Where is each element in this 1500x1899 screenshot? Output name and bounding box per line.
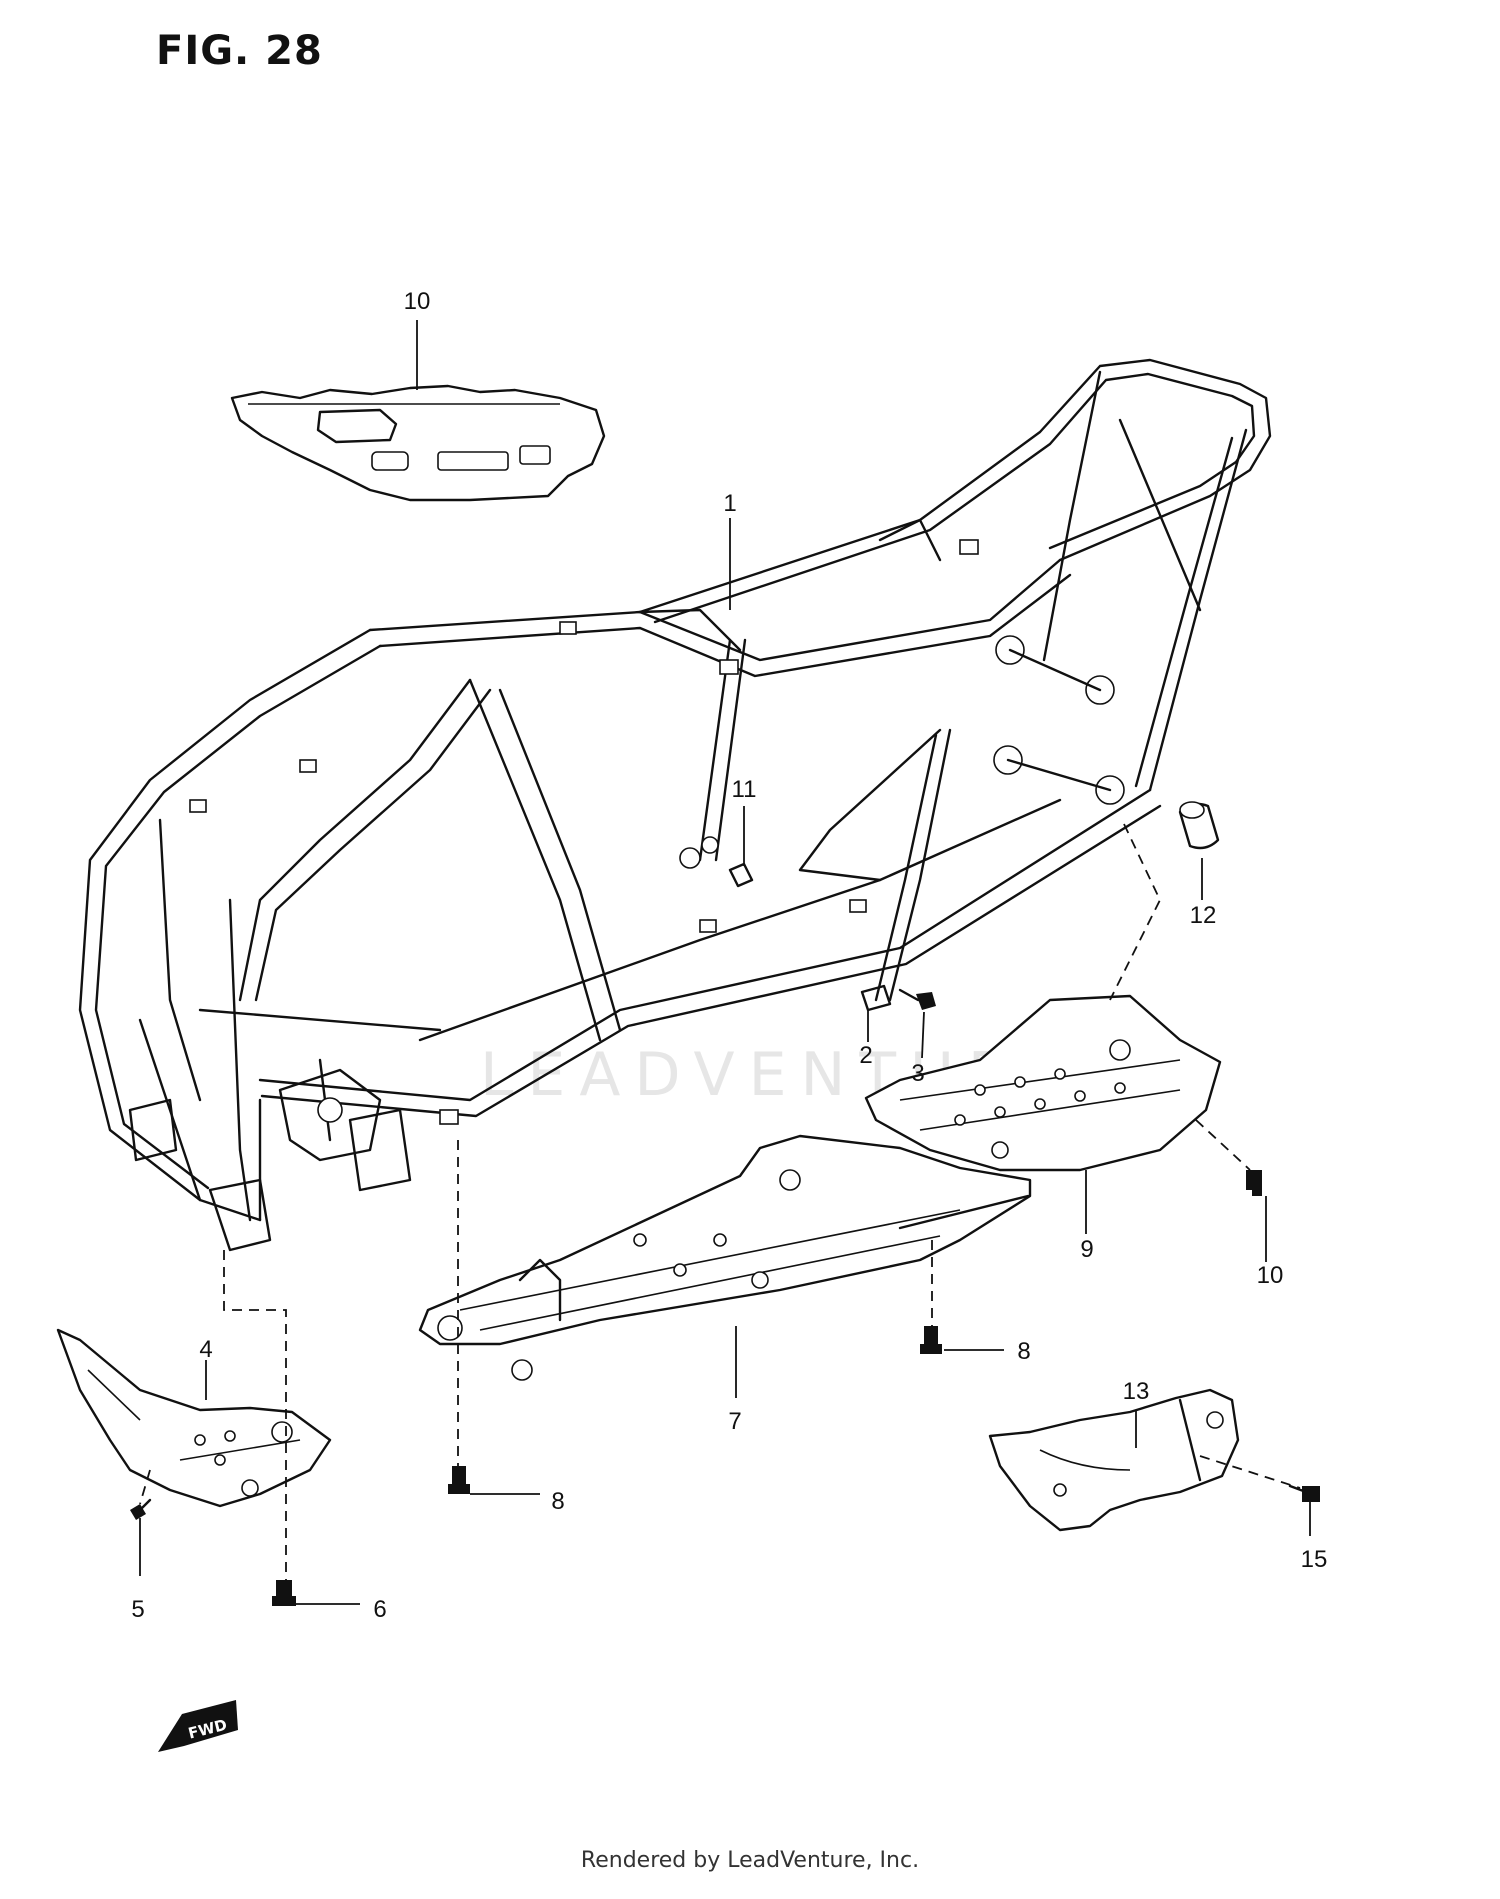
callout-2[interactable]: 2 xyxy=(859,1042,873,1069)
part-9-rear-skid-plate[interactable] xyxy=(864,994,1222,1172)
rendered-by-footer: Rendered by LeadVenture, Inc. xyxy=(580,1848,920,1873)
part-4-front-skid-plate[interactable] xyxy=(56,1328,332,1508)
callout-14[interactable]: 13 xyxy=(1122,1378,1150,1405)
callout-3[interactable]: 3 xyxy=(911,1060,925,1087)
part-1-frame[interactable] xyxy=(78,358,1272,1252)
callout-7[interactable]: 7 xyxy=(728,1408,742,1435)
figure-title: FIG. 28 xyxy=(156,28,323,74)
leader-lines xyxy=(139,320,1311,1605)
callout-4[interactable]: 4 xyxy=(199,1336,213,1363)
callout-6[interactable]: 6 xyxy=(373,1596,387,1623)
alignment-lines xyxy=(139,823,1301,1580)
callout-8-upper[interactable]: 8 xyxy=(1017,1338,1031,1365)
part-11-frame-cover[interactable] xyxy=(230,384,606,502)
callout-15[interactable]: 15 xyxy=(1300,1546,1328,1573)
callout-11[interactable]: 10 xyxy=(403,288,431,315)
part-6-bolt[interactable] xyxy=(272,1580,296,1606)
part-12-clamp[interactable] xyxy=(728,862,754,888)
callout-12[interactable]: 11 xyxy=(731,776,757,803)
part-8-bolt-lower[interactable] xyxy=(448,1466,470,1494)
part-3-bolt[interactable] xyxy=(898,988,936,1010)
part-13-bushing[interactable] xyxy=(1178,801,1220,850)
part-5-bolt[interactable] xyxy=(130,1498,152,1520)
part-15-bolt[interactable] xyxy=(1288,1484,1320,1502)
part-2-bracket[interactable] xyxy=(860,984,892,1012)
part-14-muffler-guard[interactable] xyxy=(988,1388,1240,1532)
part-10-bolt[interactable] xyxy=(1246,1170,1262,1196)
callout-1[interactable]: 1 xyxy=(723,490,737,517)
fwd-arrow-icon: FWD xyxy=(158,1700,238,1752)
part-7-center-skid-plate[interactable] xyxy=(418,1134,1032,1381)
callout-8-lower[interactable]: 8 xyxy=(551,1488,565,1515)
callout-9[interactable]: 9 xyxy=(1080,1236,1094,1263)
callout-13[interactable]: 12 xyxy=(1189,902,1217,929)
callout-10[interactable]: 10 xyxy=(1256,1262,1284,1289)
part-8-bolt-upper[interactable] xyxy=(920,1326,942,1354)
callout-5[interactable]: 5 xyxy=(131,1596,145,1623)
